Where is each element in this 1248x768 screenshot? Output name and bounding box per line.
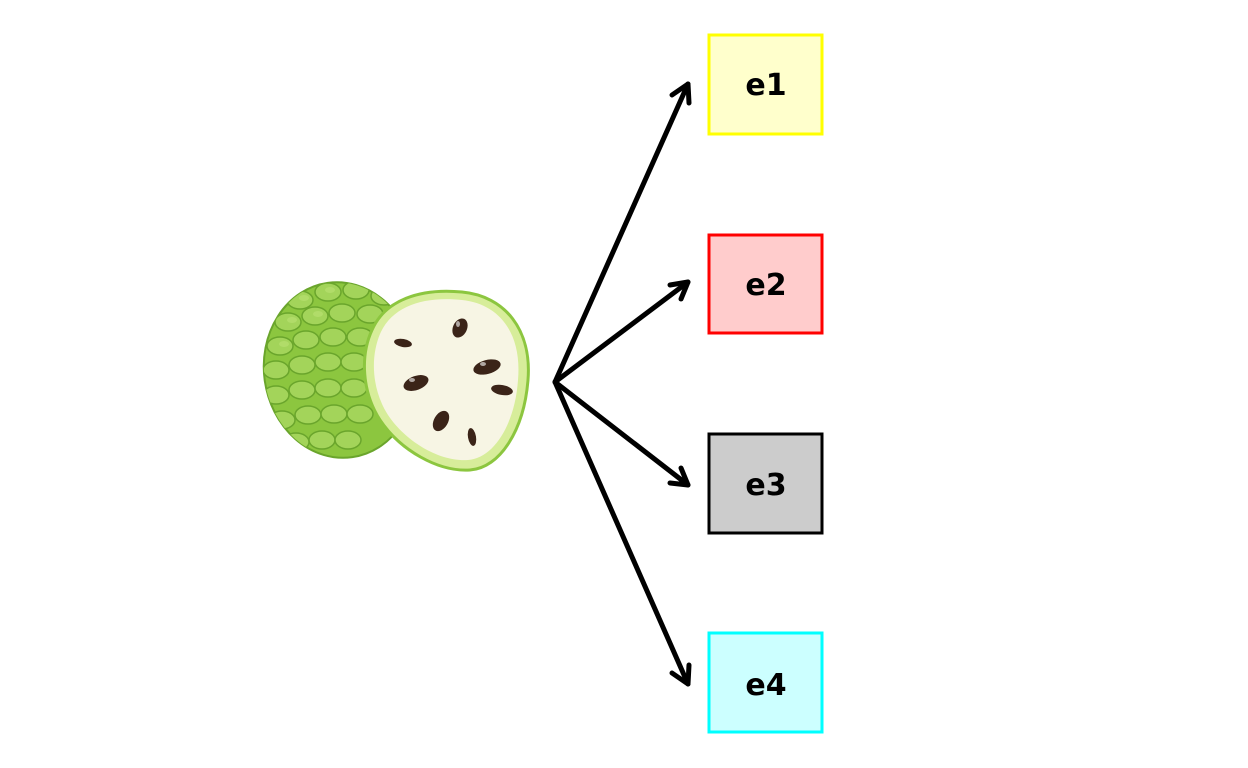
node-label-e1: e1 (745, 68, 786, 103)
node-label-e4: e4 (745, 668, 786, 703)
node-e4[interactable]: e4 (707, 631, 824, 734)
edge-to-e3 (552, 379, 691, 488)
edge-to-e2 (552, 279, 691, 385)
node-e1[interactable]: e1 (707, 33, 824, 136)
node-label-e3: e3 (745, 468, 786, 503)
node-label-e2: e2 (745, 268, 786, 303)
edges (552, 81, 692, 687)
edge-to-e1 (552, 81, 692, 385)
node-e2[interactable]: e2 (707, 233, 824, 335)
custard-apple-fruit-icon (262, 280, 530, 472)
edge-to-e4 (552, 379, 692, 687)
node-e3[interactable]: e3 (707, 432, 824, 535)
